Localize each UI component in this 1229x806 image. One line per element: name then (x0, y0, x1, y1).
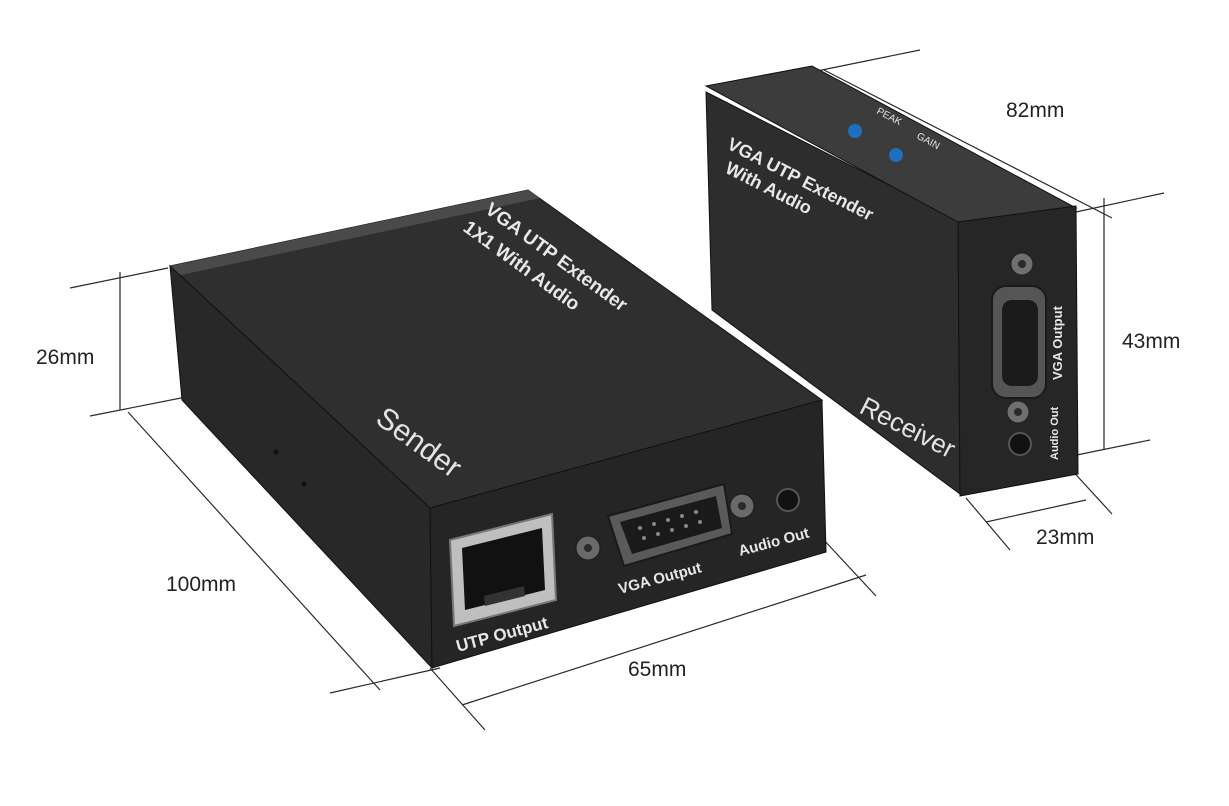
dimension-lines (69, 49, 1165, 731)
dim-label-length-receiver: 82mm (1006, 99, 1064, 122)
gain-knob-icon (889, 148, 903, 162)
rj45-port-icon (448, 512, 558, 628)
receiver-vga-port-icon (991, 252, 1047, 424)
receiver-port-label-audio: Audio Out (1049, 407, 1061, 460)
dim-label-height-sender: 26mm (36, 346, 94, 369)
dim-label-length-sender: 100mm (166, 573, 236, 596)
sender-audio-jack-icon (776, 488, 800, 512)
receiver-port-label-vga: VGA Output (1050, 305, 1065, 380)
vent-hole-icon (301, 481, 307, 487)
receiver-unit: PEAK GAIN VGA UTP Extender With Audio Re… (704, 65, 1079, 497)
dim-label-width-sender: 65mm (628, 658, 686, 681)
receiver-audio-jack-icon (1008, 432, 1032, 456)
vent-hole-icon (273, 449, 279, 455)
sender-unit: VGA UTP Extender 1X1 With Audio Sender U… (168, 189, 827, 670)
dim-label-depth-receiver: 23mm (1036, 526, 1094, 549)
peak-knob-icon (848, 124, 862, 138)
sender-vga-port-icon (575, 482, 755, 568)
dim-label-height-receiver: 43mm (1122, 330, 1180, 353)
